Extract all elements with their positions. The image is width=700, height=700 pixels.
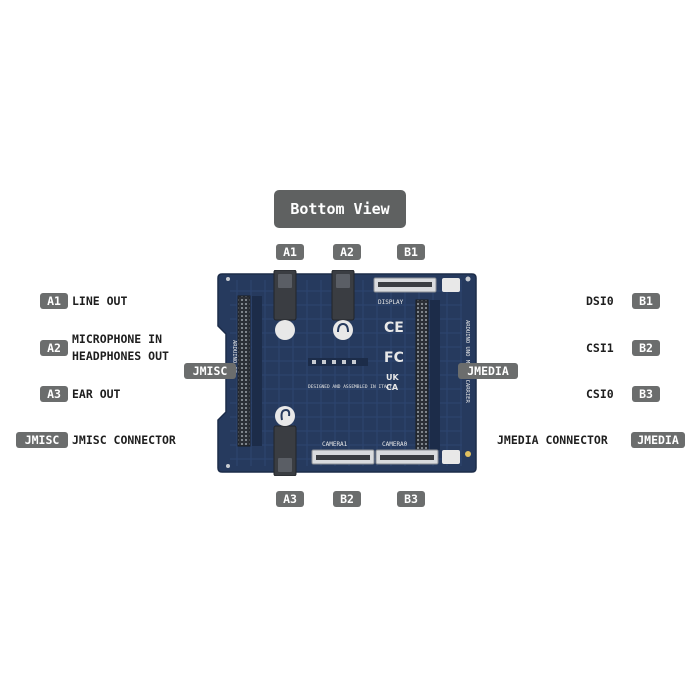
legend-tag-b3: B3 bbox=[632, 386, 660, 402]
ukca-mark-bottom: CA bbox=[386, 383, 399, 392]
legend-tag-jmisc: JMISC bbox=[16, 432, 68, 448]
pcb-assembled-text: DESIGNED AND ASSEMBLED IN ITALY bbox=[308, 384, 392, 390]
board-tag-jmedia: JMEDIA bbox=[458, 363, 518, 379]
ear-icon bbox=[275, 406, 295, 426]
legend-label-jmisc-connector: JMISC CONNECTOR bbox=[72, 433, 176, 447]
view-title: Bottom View bbox=[274, 190, 406, 228]
line-out-icon bbox=[275, 320, 295, 340]
board-tag-a3: A3 bbox=[276, 491, 304, 507]
board-tag-a1: A1 bbox=[276, 244, 304, 260]
legend-tag-a3: A3 bbox=[40, 386, 68, 402]
carrier-board-illustration: DISPLAY CAMERA1 CAMERA0 DESIGNED AND ASS… bbox=[217, 270, 477, 476]
legend-tag-b1: B1 bbox=[632, 293, 660, 309]
jmedia-header bbox=[415, 299, 429, 451]
headphones-icon bbox=[333, 320, 353, 340]
legend-label-line-out: LINE OUT bbox=[72, 294, 128, 308]
jmisc-header bbox=[237, 295, 251, 447]
legend-label-csi0: CSI0 bbox=[586, 387, 614, 401]
legend-label-csi1: CSI1 bbox=[586, 341, 614, 355]
pcb-side-right-text: ARDUINO UNO MEDIA CARRIER bbox=[464, 320, 470, 403]
legend-tag-a1: A1 bbox=[40, 293, 68, 309]
legend-label-headphones-out: HEADPHONES OUT bbox=[72, 349, 169, 363]
legend-tag-a2: A2 bbox=[40, 340, 68, 356]
camera-icon bbox=[442, 450, 460, 464]
board-tag-a2: A2 bbox=[333, 244, 361, 260]
legend-tag-b2: B2 bbox=[632, 340, 660, 356]
pcb-display-text: DISPLAY bbox=[378, 299, 404, 306]
ukca-mark-top: UK bbox=[386, 373, 399, 382]
fc-mark: FC bbox=[384, 350, 404, 366]
legend-label-dsi0: DSI0 bbox=[586, 294, 614, 308]
legend-label-jmedia-connector: JMEDIA CONNECTOR bbox=[497, 433, 608, 447]
board-tag-b2: B2 bbox=[333, 491, 361, 507]
pcb-side-left-text: ARDUINO.CC bbox=[231, 340, 237, 373]
display-icon bbox=[442, 278, 460, 292]
board-tag-b1: B1 bbox=[397, 244, 425, 260]
pcb-camera0-text: CAMERA0 bbox=[382, 441, 408, 448]
board-tag-b3: B3 bbox=[397, 491, 425, 507]
pcb-camera1-text: CAMERA1 bbox=[322, 441, 348, 448]
legend-label-ear-out: EAR OUT bbox=[72, 387, 121, 401]
ce-mark: CE bbox=[384, 320, 404, 336]
board-tag-jmisc: JMISC bbox=[184, 363, 236, 379]
legend-tag-jmedia: JMEDIA bbox=[631, 432, 685, 448]
legend-label-microphone-in: MICROPHONE IN bbox=[72, 332, 163, 346]
